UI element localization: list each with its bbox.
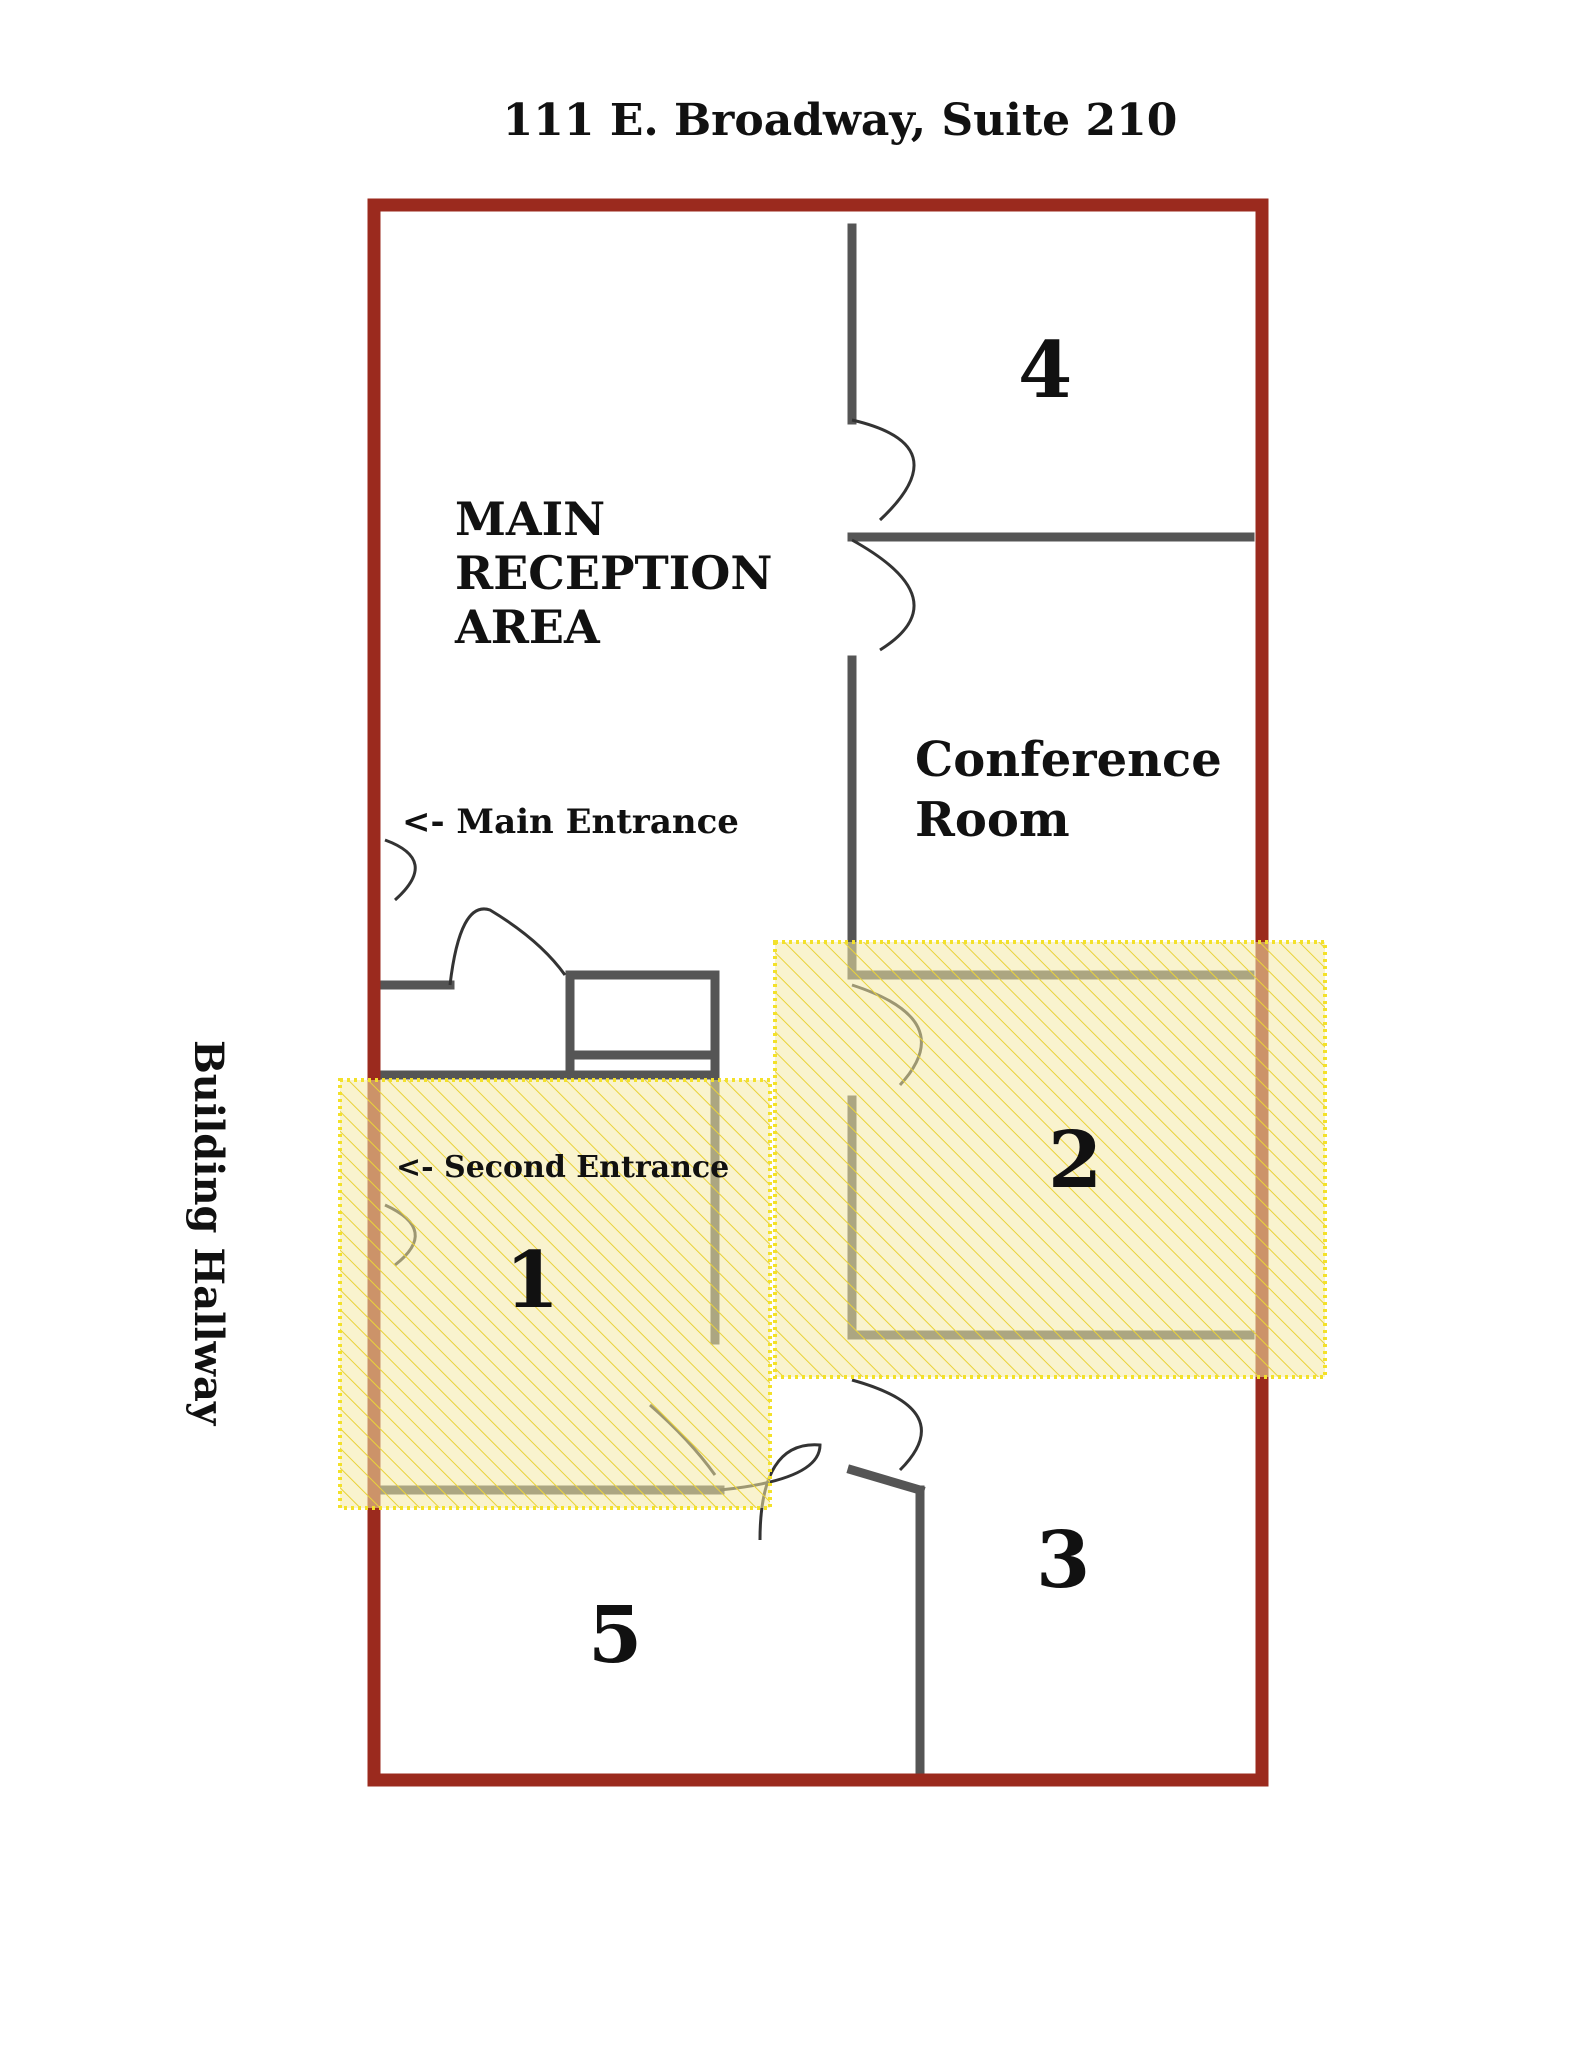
room-4-label: 4 bbox=[1018, 325, 1073, 416]
reception-label: MAIN RECEPTION AREA bbox=[455, 492, 773, 654]
room-1-label: 1 bbox=[505, 1235, 560, 1326]
second-entrance-label: <- Second Entrance bbox=[396, 1150, 730, 1185]
room-5-label: 5 bbox=[588, 1590, 643, 1681]
room-2-highlight bbox=[773, 940, 1327, 1379]
conference-room-label: Conference Room bbox=[915, 732, 1222, 848]
main-entrance-label: <- Main Entrance bbox=[402, 802, 739, 842]
room-2-label: 2 bbox=[1048, 1115, 1103, 1206]
page-title: 111 E. Broadway, Suite 210 bbox=[502, 95, 1178, 146]
building-hallway-label: Building Hallway bbox=[185, 1040, 232, 1426]
room-3-label: 3 bbox=[1036, 1515, 1091, 1606]
room-1-highlight bbox=[338, 1078, 772, 1510]
